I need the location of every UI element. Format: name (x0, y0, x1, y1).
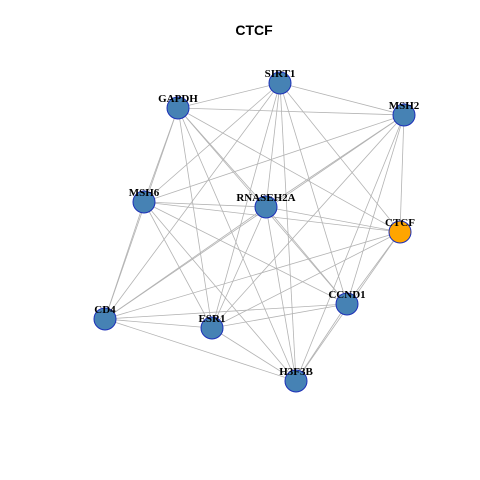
edge-msh6-cd4 (104, 201, 145, 320)
edge-esr1-h3f3b (211, 327, 297, 382)
node-circle-cd4[interactable] (93, 307, 117, 331)
edge-msh6-h3f3b (143, 201, 297, 382)
edge-sirt1-msh6 (143, 82, 281, 203)
node-circle-msh6[interactable] (132, 190, 156, 214)
edge-ccnd1-esr1 (211, 303, 348, 329)
node-cd4[interactable]: CD4 (93, 304, 117, 331)
edge-ccnd1-cd4 (104, 303, 348, 320)
graph-title: CTCF (235, 22, 273, 38)
node-label-h3f3b: H3F3B (279, 366, 313, 378)
node-circle-ctcf[interactable] (388, 220, 412, 244)
node-circle-h3f3b[interactable] (284, 369, 308, 393)
node-sirt1[interactable]: SIRT1 (265, 68, 296, 95)
edge-msh2-ctcf (399, 114, 405, 233)
edge-gapdh-esr1 (177, 107, 213, 329)
edge-gapdh-msh2 (177, 107, 405, 116)
edge-rnaseh2a-cd4 (104, 206, 267, 320)
edge-cd4-h3f3b (104, 318, 297, 382)
node-circle-esr1[interactable] (200, 316, 224, 340)
node-label-gapdh: GAPDH (158, 93, 198, 105)
node-msh6[interactable]: MSH6 (129, 187, 160, 214)
edge-ccnd1-h3f3b (295, 303, 348, 382)
node-label-ctcf: CTCF (385, 217, 415, 229)
node-label-esr1: ESR1 (199, 313, 226, 325)
node-label-ccnd1: CCND1 (328, 289, 365, 301)
node-label-msh6: MSH6 (129, 187, 160, 199)
edge-sirt1-gapdh (177, 82, 281, 109)
node-h3f3b[interactable]: H3F3B (279, 366, 313, 393)
edge-cd4-esr1 (104, 318, 213, 329)
node-msh2[interactable]: MSH2 (389, 100, 420, 127)
node-label-cd4: CD4 (94, 304, 116, 316)
edge-sirt1-ccnd1 (279, 82, 348, 305)
edge-rnaseh2a-h3f3b (265, 206, 297, 382)
edge-msh6-ctcf (143, 201, 401, 233)
node-rnaseh2a[interactable]: RNASEH2A (236, 192, 296, 219)
edge-ctcf-esr1 (211, 231, 401, 329)
edge-msh2-h3f3b (295, 114, 405, 382)
node-circle-gapdh[interactable] (166, 96, 190, 120)
node-circle-msh2[interactable] (392, 103, 416, 127)
node-circle-rnaseh2a[interactable] (254, 195, 278, 219)
node-circle-ccnd1[interactable] (335, 292, 359, 316)
edge-msh6-esr1 (143, 201, 213, 329)
edge-gapdh-ctcf (177, 107, 401, 233)
edges-layer (104, 82, 405, 382)
edge-ctcf-cd4 (104, 231, 401, 320)
node-label-msh2: MSH2 (389, 100, 420, 112)
edge-sirt1-msh2 (279, 82, 405, 116)
edge-sirt1-h3f3b (279, 82, 297, 382)
edge-msh6-rnaseh2a (143, 201, 267, 208)
node-gapdh[interactable]: GAPDH (158, 93, 198, 120)
node-ccnd1[interactable]: CCND1 (328, 289, 366, 316)
edge-sirt1-rnaseh2a (265, 82, 281, 208)
node-ctcf[interactable]: CTCF (385, 217, 415, 244)
edge-gapdh-cd4 (104, 107, 179, 320)
node-label-sirt1: SIRT1 (265, 68, 296, 80)
edge-msh2-msh6 (143, 114, 405, 203)
edge-rnaseh2a-ccnd1 (265, 206, 348, 305)
edge-rnaseh2a-esr1 (211, 206, 267, 329)
node-label-rnaseh2a: RNASEH2A (236, 192, 295, 204)
node-circle-sirt1[interactable] (268, 71, 292, 95)
node-esr1[interactable]: ESR1 (199, 313, 226, 340)
edge-msh2-cd4 (104, 114, 405, 320)
edge-msh2-ccnd1 (346, 114, 405, 305)
edge-sirt1-esr1 (211, 82, 281, 329)
edge-gapdh-h3f3b (177, 107, 297, 382)
edge-rnaseh2a-ctcf (265, 206, 401, 233)
